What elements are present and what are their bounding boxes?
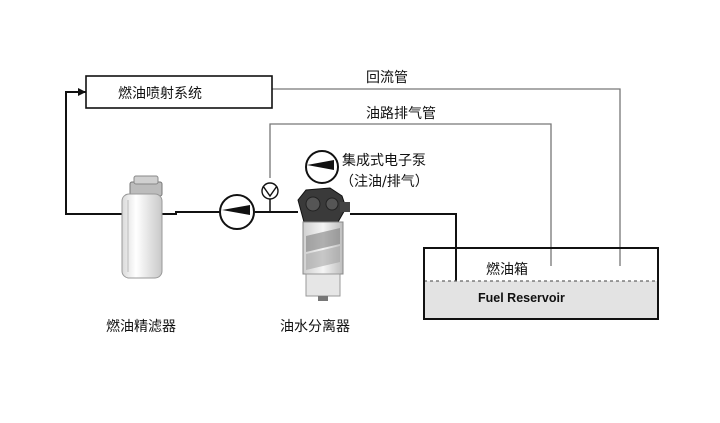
line-separator-to-tank [350,213,457,303]
electric-pump-label: 集成式电子泵 [342,153,426,169]
electric-pump-icon [305,150,339,184]
fuel-level [424,281,658,319]
fuel-filter-icon [121,175,163,279]
return-line-label: 回流管 [366,70,408,86]
pump-icon [219,194,255,230]
fuel-reservoir-label: Fuel Reservoir [478,291,565,305]
fuel-tank [423,247,659,320]
water-separator-icon [297,187,350,301]
vent-line-label: 油路排气管 [366,106,436,122]
fuel-filter-label: 燃油精滤器 [106,319,176,335]
return-line [272,88,621,266]
injection-system-box [85,75,273,109]
vent-line [269,123,552,266]
fuel-tank-outline [423,247,659,320]
line-filter-to-pump [160,211,220,215]
arrowhead-icon [78,88,86,96]
water-separator-label: 油水分离器 [280,319,350,335]
fuel-lines [65,91,457,303]
supply-line-to-injection [65,91,122,215]
return-vent-lines [269,88,621,266]
injection-system-label: 燃油喷射系统 [118,86,202,102]
check-valve-icon [261,182,279,212]
electric-pump-function-label: （注油/排气） [340,174,429,190]
fuel-tank-label: 燃油箱 [486,262,528,278]
